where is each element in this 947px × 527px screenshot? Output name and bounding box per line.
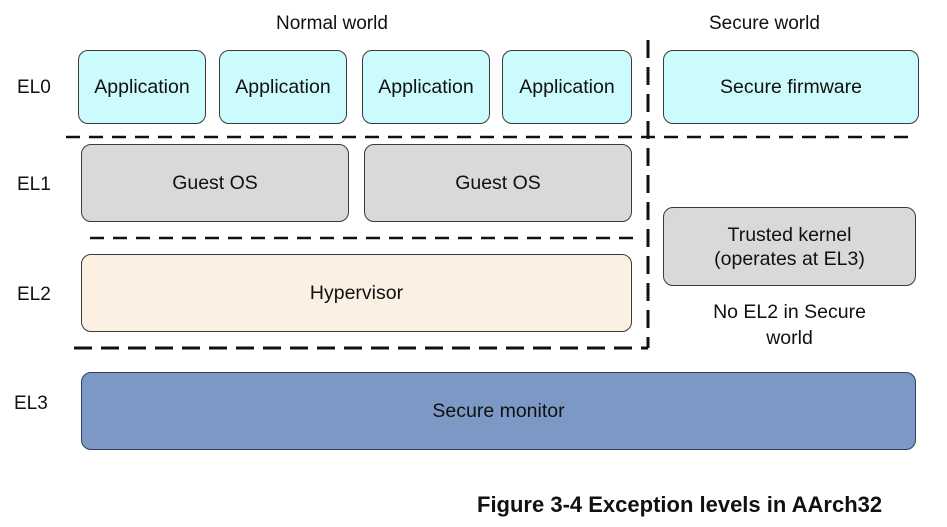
application-box-2: Application xyxy=(219,50,347,124)
figure-caption: Figure 3-4 Exception levels in AArch32 xyxy=(477,492,883,517)
application-box-3: Application xyxy=(362,50,490,124)
no-el2-note-line-1: No EL2 in Secure xyxy=(713,301,866,323)
el0-label: EL0 xyxy=(17,77,51,98)
trusted-kernel-subtitle: (operates at EL3) xyxy=(714,247,865,270)
secure-firmware-box: Secure firmware xyxy=(663,50,919,124)
application-box-4: Application xyxy=(502,50,632,124)
secure-world-header: Secure world xyxy=(709,13,820,34)
el1-label: EL1 xyxy=(17,174,51,195)
no-el2-note: No EL2 in Secure world xyxy=(663,299,916,351)
guest-os-box-1: Guest OS xyxy=(81,144,349,222)
guest-os-box-2: Guest OS xyxy=(364,144,632,222)
el3-label: EL3 xyxy=(14,393,48,414)
application-box-1: Application xyxy=(78,50,206,124)
secure-monitor-box: Secure monitor xyxy=(81,372,916,450)
el2-label: EL2 xyxy=(17,284,51,305)
trusted-kernel-box: Trusted kernel (operates at EL3) xyxy=(663,207,916,286)
no-el2-note-line-2: world xyxy=(766,327,813,349)
hypervisor-box: Hypervisor xyxy=(81,254,632,332)
trusted-kernel-title: Trusted kernel xyxy=(727,223,852,246)
normal-world-header: Normal world xyxy=(276,13,388,34)
